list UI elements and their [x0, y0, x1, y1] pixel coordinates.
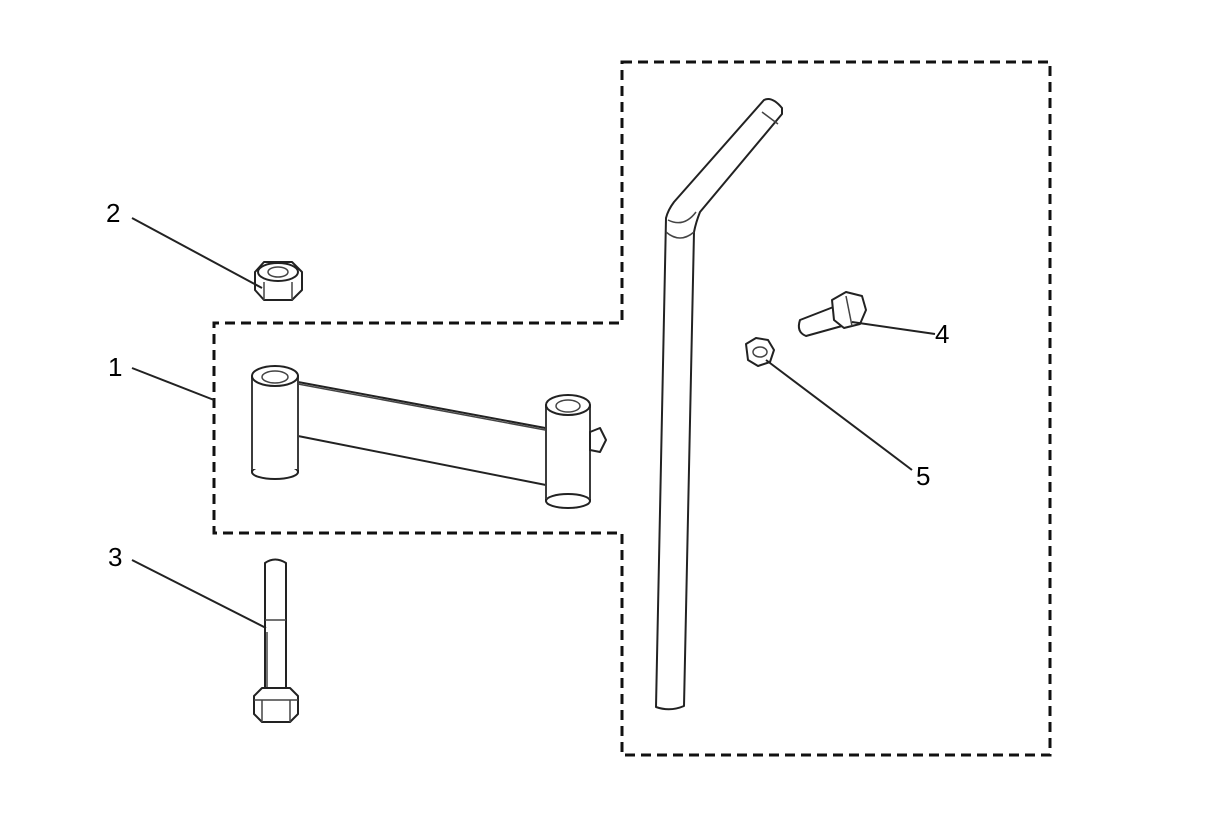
lock-nut-part — [254, 261, 303, 301]
callout-1-number: 1 — [108, 352, 122, 382]
callout-2-number: 2 — [106, 198, 120, 228]
callout-5-leader — [765, 359, 913, 471]
callout-4-number: 4 — [935, 319, 949, 349]
hex-bolt-part — [253, 558, 299, 723]
tee-bolt-part — [797, 291, 867, 337]
callout-5-number: 5 — [916, 461, 930, 491]
assembly-group-outline — [212, 60, 1052, 757]
callout-2-leader — [131, 217, 263, 289]
hex-nut-part — [745, 337, 775, 367]
callout-3-leader — [131, 559, 267, 629]
callout-3-number: 3 — [108, 542, 122, 572]
bent-tube-part — [655, 98, 783, 711]
callout-4-leader — [851, 321, 936, 335]
callout-1-leader — [131, 367, 215, 401]
bracket-arm-part — [251, 365, 607, 509]
